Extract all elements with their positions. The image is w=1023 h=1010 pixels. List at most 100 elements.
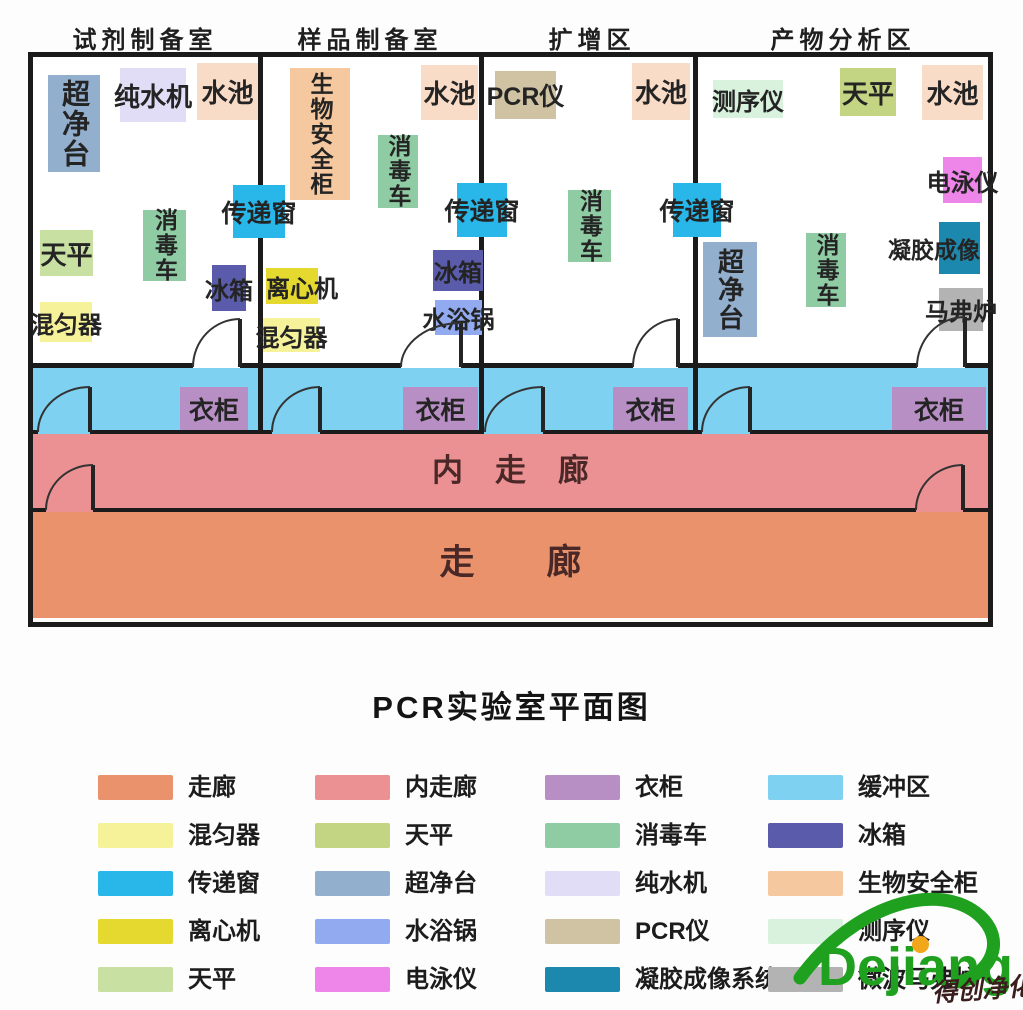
sink: 水池 [197,63,258,120]
sink-label: 水池 [926,79,979,109]
transfer-window: 传递窗 [445,183,520,237]
legend-label-衣柜: 衣柜 [635,774,683,801]
wall-vertical-1 [258,57,263,433]
inner-corridor-area [33,430,988,508]
legend-label-电泳仪: 电泳仪 [405,966,477,993]
pcr-machine-label: PCR仪 [486,83,565,111]
legend-swatch-内走廊 [315,775,390,800]
sink-label: 水池 [423,79,476,109]
legend-label-天平: 天平 [188,966,236,993]
door-arc [632,318,679,368]
ultra-clean-bench-label: 超净台 [714,247,745,332]
wardrobe-label: 衣柜 [913,396,964,425]
ultra-clean-bench-label: 超净台 [59,78,90,169]
water-purifier: 纯水机 [114,68,192,122]
legend-label-传递窗: 传递窗 [188,870,260,897]
legend-swatch-消毒车 [545,823,620,848]
legend-swatch-冰箱 [768,823,843,848]
legend-label-生物安全柜: 生物安全柜 [858,870,978,897]
watermark: 得创净化 [931,972,1023,1008]
disinfection-cart-label: 消毒车 [151,208,178,283]
brand-dot-icon [912,936,929,953]
door-opening-4 [917,363,965,368]
room-label-1: 试剂制备室 [72,27,218,54]
sink-label: 水池 [634,78,687,108]
legend-label-走廊: 走廊 [188,774,236,801]
wall-vertical-3 [693,57,698,433]
balance-label: 天平 [40,239,93,270]
transfer-window-label: 传递窗 [221,199,297,228]
brand-logo: Dejiang 得创净化 [780,878,1023,1010]
wall-horizontal-1 [33,363,988,368]
room-label-3: 扩增区 [548,27,636,54]
sequencer: 测序仪 [712,80,784,118]
legend-label-混匀器: 混匀器 [188,822,260,849]
legend-swatch-离心机 [98,919,173,944]
legend-swatch-电泳仪 [315,967,390,992]
transfer-window-label: 传递窗 [659,198,735,226]
legend-swatch-传递窗 [98,871,173,896]
legend-label-冰箱: 冰箱 [858,822,906,849]
legend-swatch-混匀器 [98,823,173,848]
electrophoresis-instrument: 电泳仪 [927,157,999,203]
water-purifier-label: 纯水机 [114,81,193,112]
outer-corridor-label: 走廊 [439,543,654,582]
gel-imaging: 凝胶成像 [888,222,980,274]
floor-plan: 内走廊 走廊 超净台纯水机水池天平消毒车传递窗冰箱混匀器生物安全柜水池消毒车传递… [28,52,999,627]
biosafety-cabinet: 生物安全柜 [290,68,350,200]
disinfection-cart: 消毒车 [143,208,186,283]
page-title: PCR实验室平面图 [372,690,651,725]
legend-label-离心机: 离心机 [188,918,260,945]
sink: 水池 [632,63,690,120]
sink-label: 水池 [201,78,254,108]
muffle-furnace-label: 马弗炉 [925,299,997,326]
ultra-clean-bench: 超净台 [703,242,757,337]
ultra-clean-bench: 超净台 [48,75,100,172]
legend-swatch-衣柜 [545,775,620,800]
mixer: 混匀器 [30,302,102,342]
disinfection-cart: 消毒车 [806,233,846,308]
legend-label-PCR仪: PCR仪 [635,918,710,945]
refrigerator-label: 冰箱 [434,260,482,287]
sink: 水池 [421,65,478,120]
door-opening-3 [633,363,678,368]
transfer-window: 传递窗 [222,185,297,238]
inner-corridor-label: 内走廊 [432,453,621,488]
room-label-4: 产物分析区 [770,27,916,54]
legend-swatch-水浴锅 [315,919,390,944]
refrigerator: 冰箱 [433,250,483,291]
legend-label-缓冲区: 缓冲区 [858,774,930,801]
legend-label-天平: 天平 [405,822,453,849]
wardrobe: 衣柜 [892,387,986,430]
door-opening-2 [401,363,461,368]
disinfection-cart: 消毒车 [378,134,418,209]
balance: 天平 [840,68,896,116]
biosafety-cabinet-label: 生物安全柜 [307,71,333,197]
wardrobe: 衣柜 [613,387,688,430]
refrigerator-label: 冰箱 [205,277,253,305]
wardrobe-label: 衣柜 [188,396,239,425]
centrifuge-label: 离心机 [266,275,338,303]
legend-swatch-走廊 [98,775,173,800]
legend-swatch-生物安全柜 [768,871,843,896]
legend-swatch-PCR仪 [545,919,620,944]
legend-label-凝胶成像系统: 凝胶成像系统 [635,966,779,993]
centrifuge: 离心机 [266,268,338,304]
transfer-window: 传递窗 [660,183,735,237]
disinfection-cart-label: 消毒车 [576,188,603,264]
water-bath: 水浴锅 [423,300,495,335]
legend-label-消毒车: 消毒车 [635,822,707,849]
mixer-label: 混匀器 [30,311,102,339]
transfer-window-label: 传递窗 [444,198,520,226]
buffer-zone-area [33,363,988,430]
door-arc [192,318,241,368]
room-label-2: 样品制备室 [297,27,443,54]
pcr-machine: PCR仪 [487,71,564,119]
muffle-furnace: 马弗炉 [925,288,997,331]
door-opening-1 [193,363,240,368]
legend-swatch-凝胶成像系统 [545,967,620,992]
legend-label-纯水机: 纯水机 [635,870,707,897]
water-bath-label: 水浴锅 [422,307,495,334]
